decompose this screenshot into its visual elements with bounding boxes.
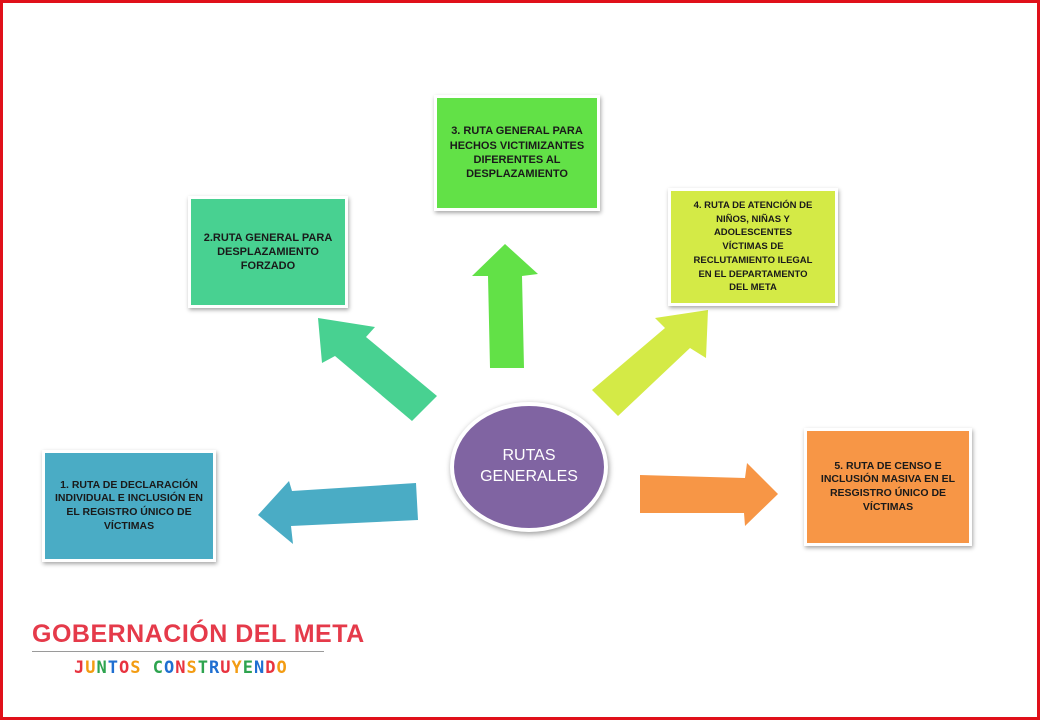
center-node: RUTAS GENERALES (450, 402, 608, 532)
arrow-to-route-1 (258, 481, 418, 544)
route-2-label: 2.RUTA GENERAL PARA DESPLAZAMIENTO FORZA… (203, 231, 333, 273)
route-5-label: 5. RUTA DE CENSO E INCLUSIÓN MASIVA EN E… (820, 459, 956, 513)
route-1-box: 1. RUTA DE DECLARACIÓN INDIVIDUAL E INCL… (42, 450, 216, 562)
route-2-box: 2.RUTA GENERAL PARA DESPLAZAMIENTO FORZA… (188, 196, 348, 308)
arrow-to-route-5 (640, 463, 778, 526)
route-3-label: 3. RUTA GENERAL PARA HECHOS VICTIMIZANTE… (449, 125, 585, 181)
route-5-box: 5. RUTA DE CENSO E INCLUSIÓN MASIVA EN E… (804, 428, 972, 546)
center-label: RUTAS GENERALES (480, 447, 578, 485)
gobernacion-logo: GOBERNACIÓN DEL META JUNTOS CONSTRUYENDO (32, 620, 365, 678)
route-4-label: 4. RUTA DE ATENCIÓN DE NIÑOS, NIÑAS Y AD… (693, 199, 813, 294)
arrow-to-route-2 (318, 318, 437, 421)
route-3-box: 3. RUTA GENERAL PARA HECHOS VICTIMIZANTE… (434, 95, 600, 211)
logo-divider (32, 651, 324, 652)
arrow-to-route-4 (592, 310, 708, 416)
logo-title: GOBERNACIÓN DEL META (32, 620, 365, 648)
route-4-box: 4. RUTA DE ATENCIÓN DE NIÑOS, NIÑAS Y AD… (668, 188, 838, 306)
route-1-label: 1. RUTA DE DECLARACIÓN INDIVIDUAL E INCL… (55, 478, 203, 532)
arrow-to-route-3 (472, 244, 538, 368)
logo-subtitle: JUNTOS CONSTRUYENDO (74, 658, 288, 678)
